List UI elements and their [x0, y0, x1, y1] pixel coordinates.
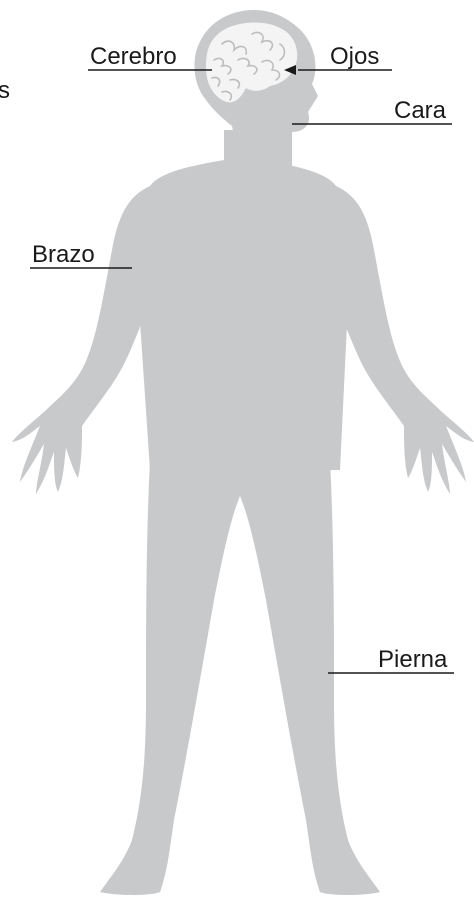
legs: [100, 460, 380, 895]
ojos-label: Ojos: [330, 43, 379, 70]
cara-label: Cara: [394, 97, 447, 124]
torso: [136, 160, 350, 470]
pierna-label: Pierna: [378, 646, 448, 673]
edge-letter-label: s: [0, 77, 10, 104]
cerebro-label: Cerebro: [90, 43, 177, 70]
brazo-label: Brazo: [32, 241, 95, 268]
body-silhouette: [12, 10, 474, 895]
left-arm: [12, 186, 160, 494]
right-arm: [326, 186, 474, 494]
